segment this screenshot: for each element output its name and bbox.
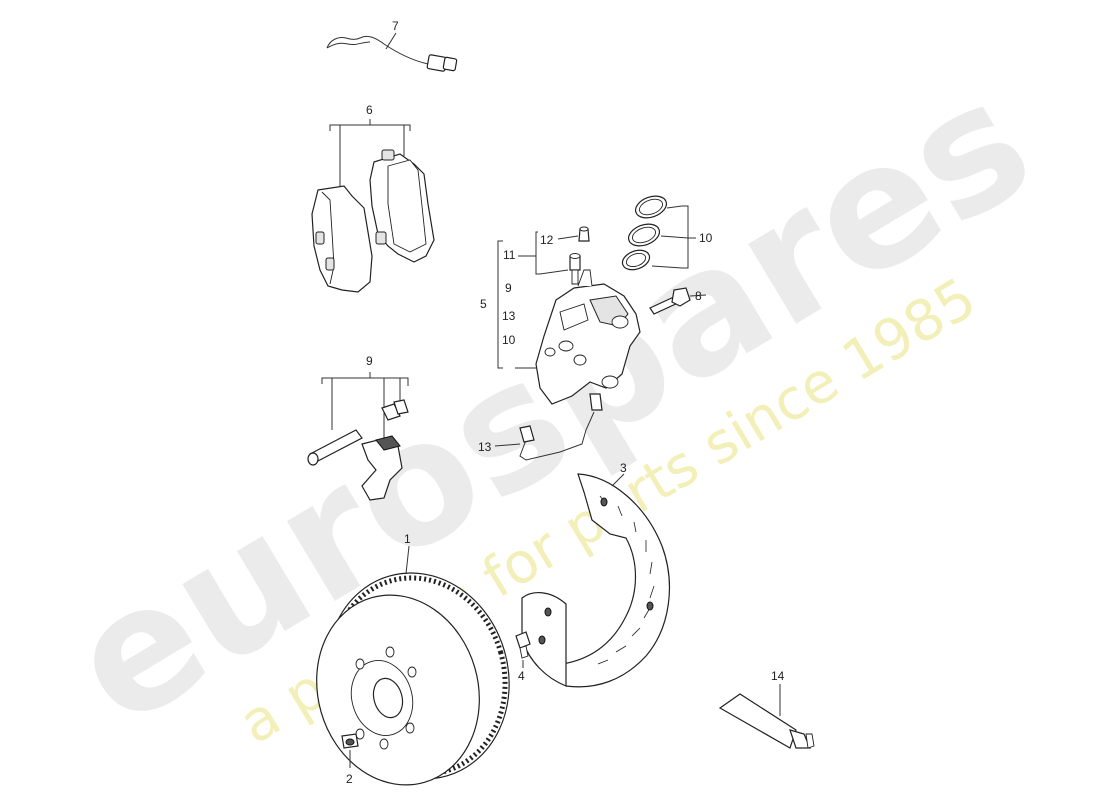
leader-8 [689,294,707,297]
brake-pad-right[interactable] [369,149,435,263]
callout-13: 13 [478,440,492,454]
leader-1 [405,545,410,575]
callout-9-group: 9 [505,281,512,295]
brake-disc[interactable] [295,551,534,800]
dust-shield[interactable] [521,473,671,688]
bleed-cap[interactable] [578,226,590,242]
callout-7: 7 [392,19,399,33]
leader-3 [611,473,625,487]
brake-pad-left[interactable] [311,185,373,293]
anti-rattle-spring[interactable] [361,435,403,501]
callout-6: 6 [366,103,373,117]
brake-line[interactable] [519,393,603,461]
callout-13-group: 13 [502,309,516,323]
callout-10-ring: 10 [699,231,713,245]
brake-caliper[interactable] [535,269,641,405]
callout-5: 5 [480,297,487,311]
callout-12: 12 [540,233,554,247]
shield-screw[interactable] [515,631,531,659]
callout-4: 4 [518,669,525,683]
leader-13 [494,443,521,447]
bleed-screw[interactable] [569,253,581,285]
disc-screw[interactable] [341,733,359,749]
callout-10-bracket [651,205,696,269]
callout-1: 1 [404,532,411,546]
leader-7 [385,32,397,50]
callout-3: 3 [620,461,627,475]
caliper-bolt[interactable] [649,287,691,315]
callout-11-12-bracket [518,231,579,275]
seal-rings[interactable] [620,192,670,273]
callout-6-bracket [329,119,411,188]
callout-8: 8 [695,289,702,303]
guide-pin[interactable] [307,429,363,466]
guide-bolt[interactable] [381,399,409,421]
callout-11: 11 [503,248,516,262]
callout-10-group: 10 [502,333,516,347]
callout-14: 14 [771,669,785,683]
wear-sensor-cable[interactable] [326,35,458,72]
callout-9: 9 [366,354,373,368]
callout-2: 2 [346,772,353,786]
grease-tube[interactable] [718,693,815,749]
